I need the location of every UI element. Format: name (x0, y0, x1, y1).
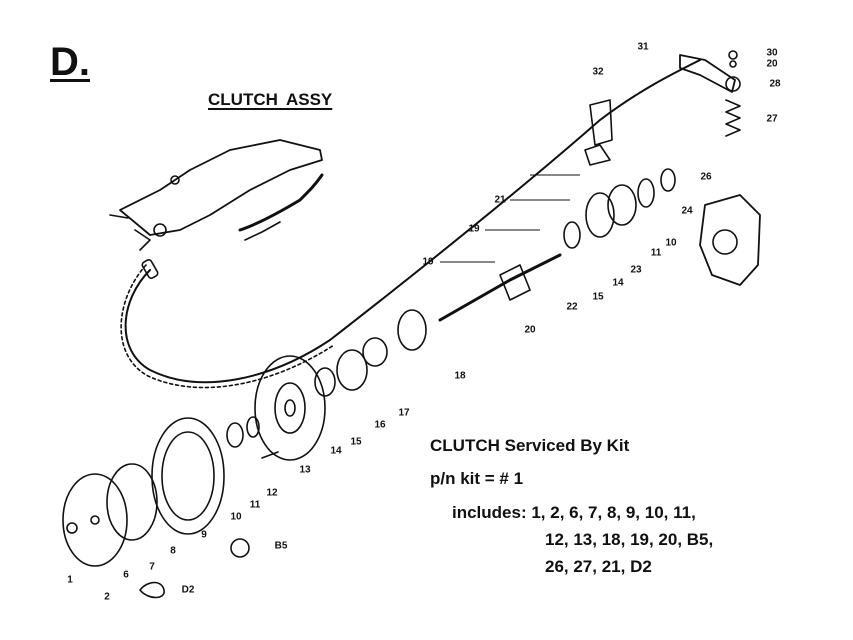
part-label-15: 15 (350, 436, 362, 448)
part-label-18: 18 (454, 370, 466, 382)
part-label-19-upper: 19 (468, 223, 480, 235)
kit-includes-line-3: 26, 27, 21, D2 (545, 557, 652, 576)
part-label-26: 26 (700, 171, 712, 183)
diagram-title: CLUTCH ASSY (208, 90, 333, 109)
part-label-15-upper: 15 (592, 291, 604, 303)
control-cable (124, 59, 701, 384)
outer-disc (62, 473, 128, 567)
part-label-b5: B5 (274, 540, 288, 552)
part-label-d2: D2 (181, 584, 195, 596)
part-label-6: 6 (123, 569, 129, 581)
brake-drum (151, 417, 225, 535)
clutch-pulley (254, 355, 326, 461)
part-label-31: 31 (637, 41, 649, 53)
part-label-11-upper: 11 (650, 247, 662, 259)
part-label-7: 7 (149, 561, 155, 573)
part-label-10: 10 (230, 511, 242, 523)
part-label-8: 8 (170, 545, 176, 557)
part-label-32: 32 (592, 66, 604, 78)
part-label-22: 22 (566, 301, 578, 313)
part-label-2: 2 (104, 591, 110, 603)
part-label-14-upper: 14 (612, 277, 624, 289)
part-label-9: 9 (201, 529, 207, 541)
part-label-10-upper: 10 (665, 237, 677, 249)
part-label-17: 17 (398, 407, 410, 419)
section-letter: D. (50, 40, 90, 84)
part-label-20-lower: 20 (524, 324, 536, 336)
bail-lever (119, 139, 323, 236)
part-label-1: 1 (67, 574, 73, 586)
part-label-12: 12 (266, 487, 278, 499)
part-label-11: 11 (249, 499, 261, 511)
part-label-19-lower: 19 (422, 256, 434, 268)
part-label-14: 14 (330, 445, 342, 457)
drive-shaft (438, 253, 562, 322)
part-label-21: 21 (494, 194, 506, 206)
part-label-30: 30 (766, 47, 778, 59)
part-label-27: 27 (766, 113, 778, 125)
part-label-20-upper: 20 (766, 58, 778, 70)
part-label-23: 23 (630, 264, 642, 276)
kit-part-number: p/n kit = # 1 (430, 469, 524, 488)
kit-includes-line-1: includes: 1, 2, 6, 7, 8, 9, 10, 11, (452, 503, 696, 522)
kit-heading: CLUTCH Serviced By Kit (430, 436, 630, 455)
clutch-housing (699, 194, 761, 286)
kit-includes-line-2: 12, 13, 18, 19, 20, B5, (545, 530, 714, 549)
part-label-16: 16 (374, 419, 386, 431)
clutch-arm (679, 54, 736, 93)
part-label-24: 24 (681, 205, 693, 217)
part-label-13: 13 (299, 464, 311, 476)
part-label-28: 28 (769, 78, 781, 90)
